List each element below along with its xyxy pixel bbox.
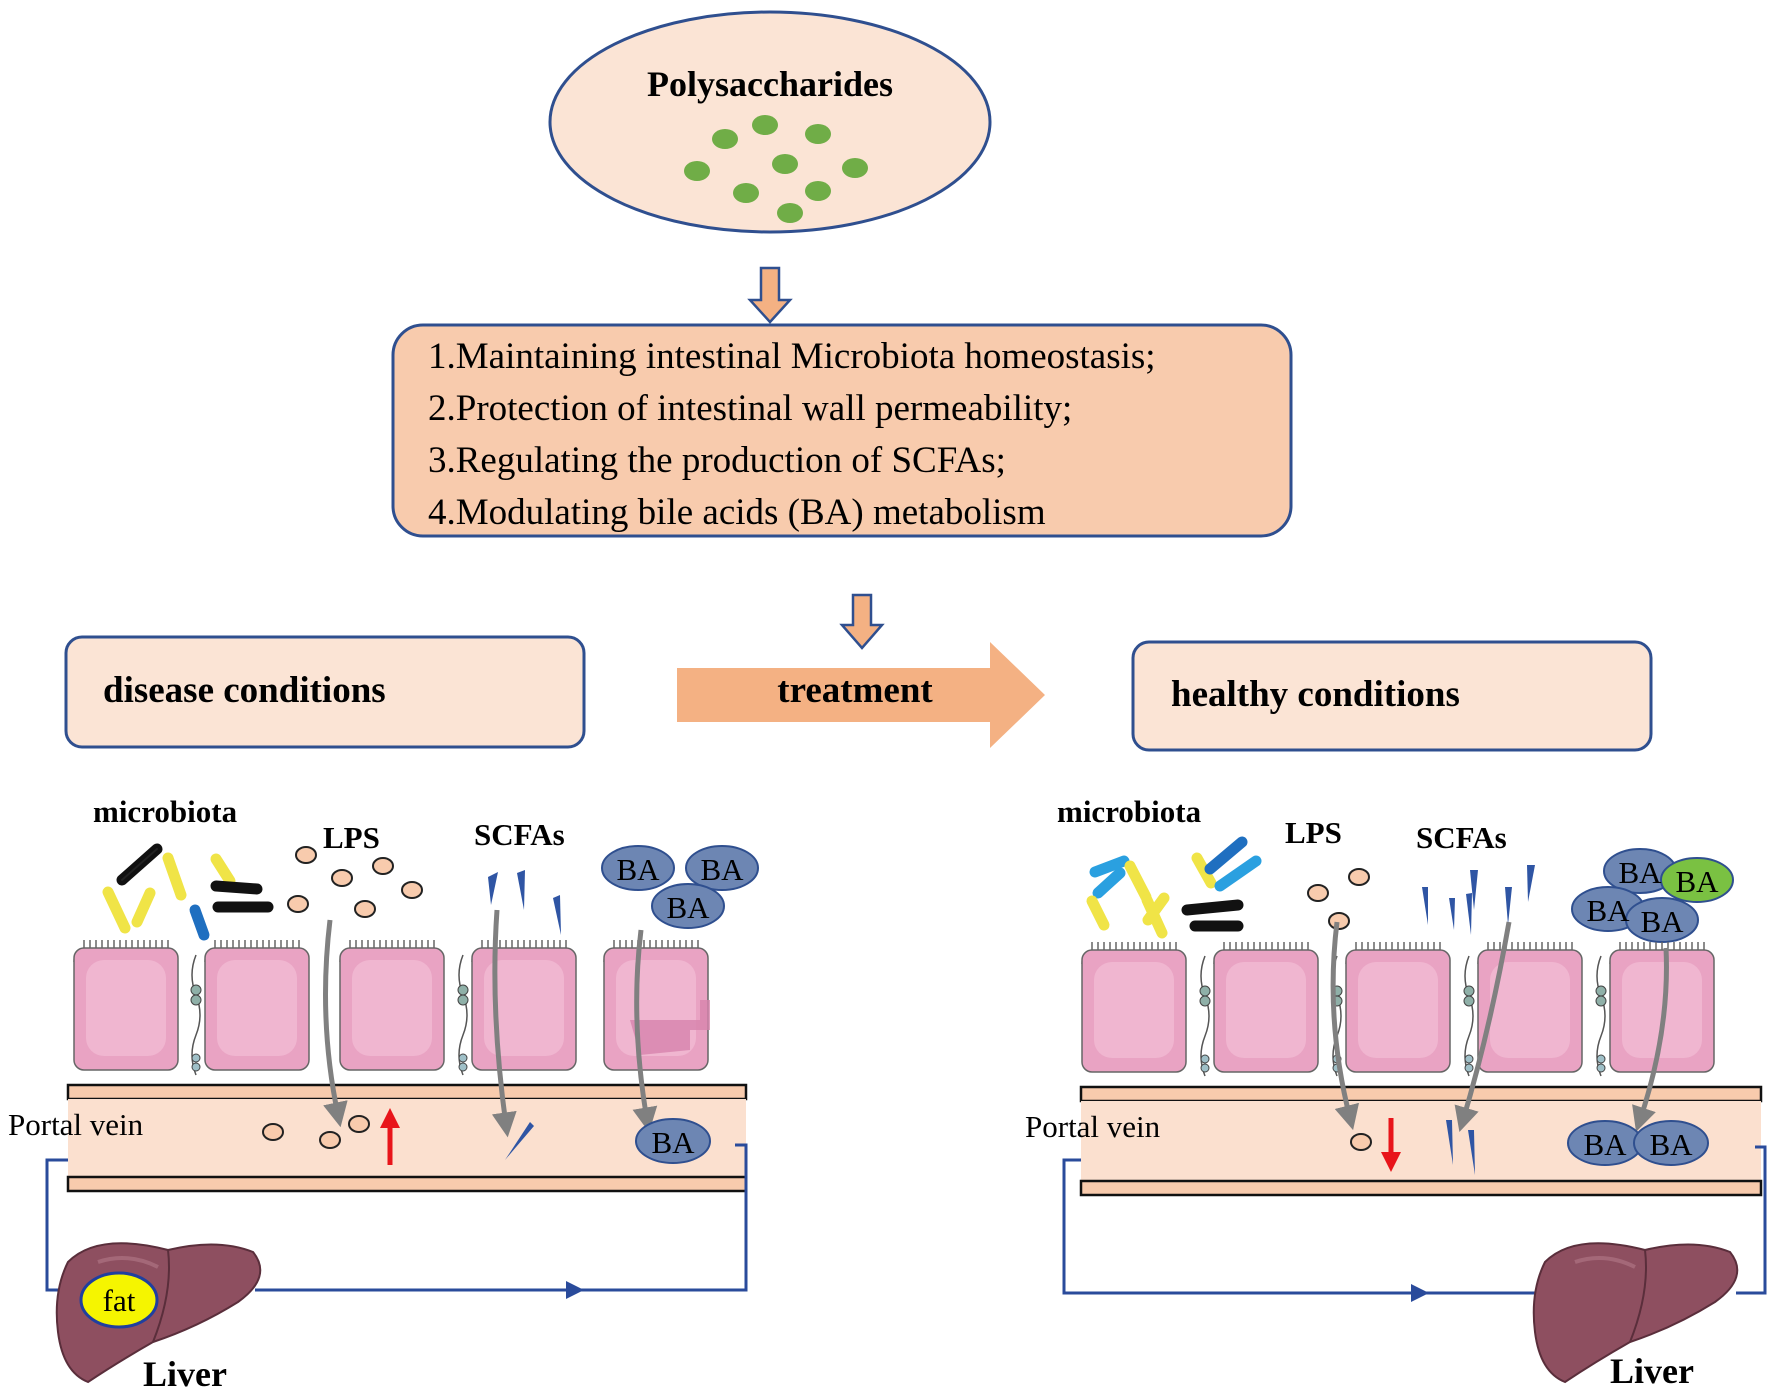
healthy-circulation bbox=[1062, 1145, 1767, 1302]
disease-lps-particles bbox=[287, 846, 423, 918]
disease-vein-ba bbox=[635, 1118, 711, 1164]
disease-scfas bbox=[488, 870, 561, 935]
healthy-ba-label-1: BA bbox=[1618, 855, 1662, 890]
mechanism-item-1: 1.Maintaining intestinal Microbiota home… bbox=[428, 336, 1156, 377]
disease-ba-label-1: BA bbox=[616, 852, 660, 887]
disease-ba-label-3: BA bbox=[666, 890, 710, 925]
healthy-lps-particles bbox=[1307, 868, 1370, 930]
healthy-scfas-label: SCFAs bbox=[1416, 820, 1507, 855]
disease-microbiota-label: microbiota bbox=[93, 794, 238, 829]
healthy-epithelium bbox=[1081, 941, 1715, 1077]
disease-fat bbox=[79, 1271, 159, 1329]
disease-epithelium bbox=[73, 939, 710, 1076]
treatment-arrow: treatment bbox=[677, 642, 1045, 748]
healthy-microbiota bbox=[1086, 836, 1262, 939]
disease-scfas-label: SCFAs bbox=[474, 817, 565, 852]
healthy-gray-arrows bbox=[1330, 921, 1669, 1132]
disease-title: disease conditions bbox=[103, 670, 386, 711]
treatment-label: treatment bbox=[777, 670, 933, 711]
mechanism-item-3: 3.Regulating the production of SCFAs; bbox=[428, 440, 1006, 481]
down-arrow-1 bbox=[747, 266, 793, 324]
healthy-liver-label: Liver bbox=[1610, 1351, 1694, 1391]
healthy-panel: microbiota LPS SCFAs bbox=[1025, 794, 1767, 1391]
healthy-lps-label: LPS bbox=[1285, 815, 1342, 850]
disease-liver-label: Liver bbox=[143, 1354, 227, 1394]
healthy-ba-label-4: BA bbox=[1675, 864, 1719, 899]
disease-microbiota-outlines bbox=[121, 848, 158, 881]
disease-portal-vein-label: Portal vein bbox=[8, 1107, 144, 1142]
disease-ba-label-2: BA bbox=[700, 852, 744, 887]
disease-conditions-box: disease conditions bbox=[64, 635, 586, 749]
disease-vein-lps bbox=[262, 1115, 370, 1149]
mechanism-item-4: 4.Modulating bile acids (BA) metabolism bbox=[428, 492, 1046, 533]
disease-vein-bottom-wall bbox=[66, 1175, 748, 1193]
disease-vein-ba-label: BA bbox=[651, 1125, 695, 1160]
disease-microbiota bbox=[102, 843, 274, 941]
healthy-vein-lps bbox=[1350, 1133, 1372, 1151]
disease-panel: microbiota LPS SCFAs bbox=[8, 794, 759, 1394]
healthy-title: healthy conditions bbox=[1171, 674, 1460, 715]
healthy-ba-cluster: BA BA BA BA bbox=[1571, 848, 1734, 943]
disease-fat-label: fat bbox=[103, 1283, 136, 1318]
disease-gray-arrows bbox=[323, 909, 658, 1138]
healthy-portal-vein-label: Portal vein bbox=[1025, 1109, 1161, 1144]
healthy-microbiota-label: microbiota bbox=[1057, 794, 1202, 829]
polysaccharides-label: Polysaccharides bbox=[647, 64, 893, 104]
polysaccharides-node: Polysaccharides bbox=[548, 10, 992, 234]
disease-lps-label: LPS bbox=[323, 820, 380, 855]
healthy-vein-ba-label-2: BA bbox=[1649, 1127, 1693, 1162]
down-arrow-2 bbox=[839, 593, 885, 650]
healthy-vein-bottom-wall bbox=[1079, 1179, 1763, 1197]
disease-vein-scfa bbox=[505, 1122, 534, 1160]
healthy-vein-top-wall bbox=[1079, 1085, 1763, 1103]
healthy-vein-ba-label-1: BA bbox=[1583, 1127, 1627, 1162]
polysaccharide-particles bbox=[684, 115, 868, 223]
healthy-ba-label-2: BA bbox=[1586, 893, 1630, 928]
mechanisms-box: 1.Maintaining intestinal Microbiota home… bbox=[391, 323, 1293, 538]
healthy-vein-scfas bbox=[1446, 1120, 1475, 1175]
disease-ba-cluster: BA BA BA bbox=[601, 845, 759, 929]
healthy-ba-label-3: BA bbox=[1640, 904, 1684, 939]
healthy-scfas bbox=[1422, 865, 1535, 935]
healthy-vein-ba-2 bbox=[1633, 1120, 1709, 1166]
mechanism-item-2: 2.Protection of intestinal wall permeabi… bbox=[428, 388, 1072, 429]
healthy-conditions-box: healthy conditions bbox=[1131, 640, 1653, 752]
